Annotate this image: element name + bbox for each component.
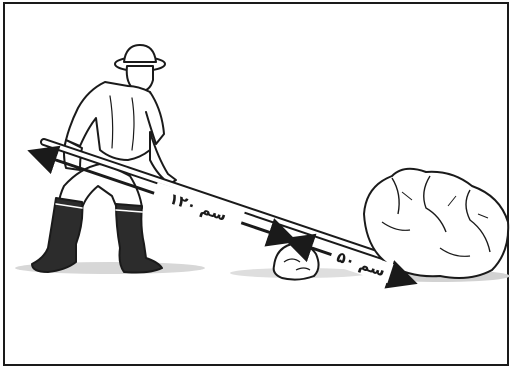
lever-illustration: ۱۲۰ سم ۵۰ سم — [0, 0, 514, 374]
